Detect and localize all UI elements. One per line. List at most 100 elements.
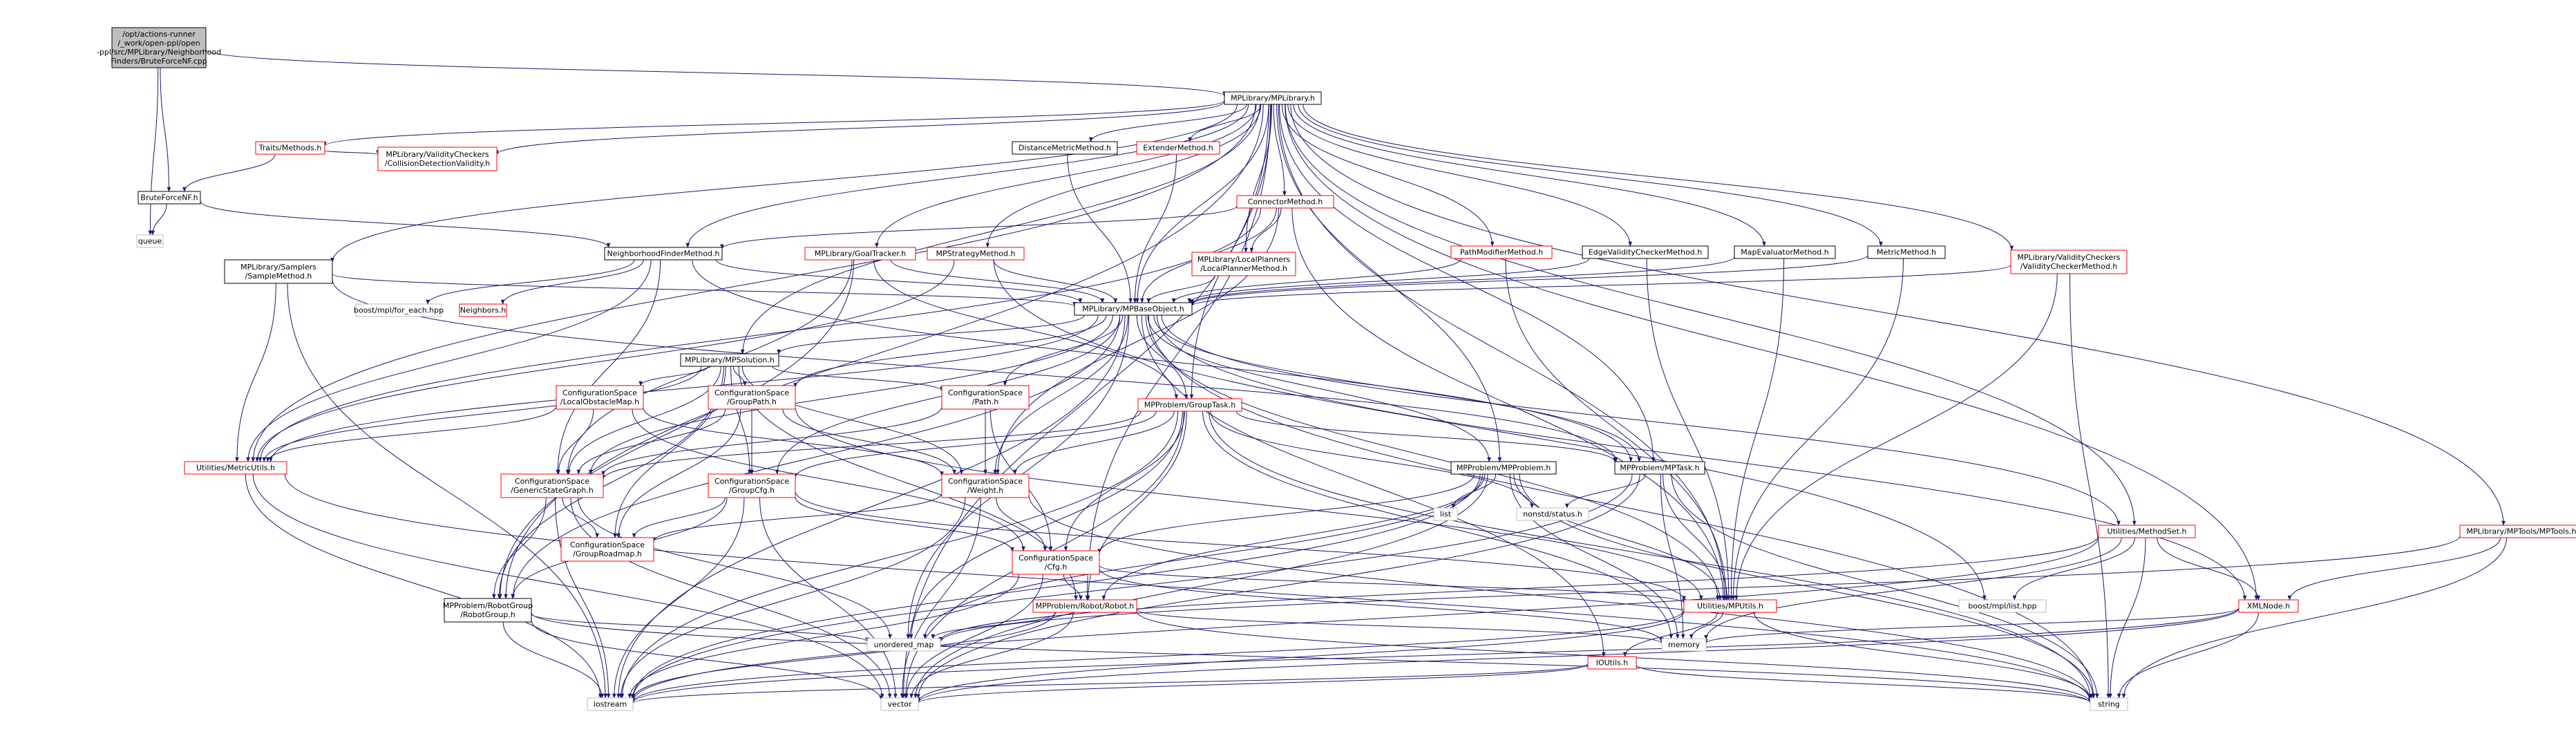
node-extender[interactable]: ExtenderMethod.h xyxy=(1136,141,1220,155)
node-cfg[interactable]: ConfigurationSpace/Cfg.h xyxy=(1012,550,1100,575)
edge-metricutils-to-vector xyxy=(252,473,884,699)
node-mptools[interactable]: MPLibrary/MPTools/MPTools.h xyxy=(2459,525,2576,538)
node-label-weight: /Weight.h xyxy=(967,486,1004,495)
node-robotgroup[interactable]: MPProblem/RobotGroup/RobotGroup.h xyxy=(443,598,533,623)
node-mplibrary[interactable]: MPLibrary/MPLibrary.h xyxy=(1224,91,1322,105)
node-mptask[interactable]: MPProblem/MPTask.h xyxy=(1614,461,1705,475)
edge-distancemetric-to-mpbaseobject xyxy=(1067,153,1133,303)
node-mpbaseobject[interactable]: MPLibrary/MPBaseObject.h xyxy=(1074,302,1193,316)
node-mapevaluator[interactable]: MapEvaluatorMethod.h xyxy=(1734,245,1836,259)
node-samplemethod[interactable]: MPLibrary/Samplers/SampleMethod.h xyxy=(224,259,333,284)
node-list: list xyxy=(1433,507,1458,521)
edge-goaltracker-to-genericstategraph xyxy=(565,259,853,475)
node-groupcfg[interactable]: ConfigurationSpace/GroupCfg.h xyxy=(708,473,796,498)
node-label-groupcfg: /GroupCfg.h xyxy=(729,486,775,495)
node-neighbors[interactable]: Neighbors.h xyxy=(459,303,507,317)
node-box-localplanner xyxy=(1191,252,1296,276)
node-root[interactable]: /opt/actions-runner/_work/open-ppl/open-… xyxy=(97,27,221,68)
edge-metricmethod-to-mpbaseobject xyxy=(1190,254,1868,305)
node-localobstaclemap[interactable]: ConfigurationSpace/LocalObstacleMap.h xyxy=(556,385,644,410)
edge-cfg-to-memory xyxy=(1099,568,1664,643)
edge-methodset-to-xmlnode xyxy=(2157,537,2261,601)
node-grouptask[interactable]: MPProblem/GroupTask.h xyxy=(1137,398,1242,412)
node-ioutils[interactable]: IOUtils.h xyxy=(1587,656,1637,670)
node-metricmethod[interactable]: MetricMethod.h xyxy=(1867,245,1946,259)
node-label-groupcfg: ConfigurationSpace xyxy=(714,477,789,486)
node-connector[interactable]: ConnectorMethod.h xyxy=(1236,195,1334,209)
node-grouppath[interactable]: ConfigurationSpace/GroupPath.h xyxy=(708,385,796,410)
node-weight[interactable]: ConfigurationSpace/Weight.h xyxy=(941,473,1030,498)
edge-weight-to-grouproadmap xyxy=(652,493,943,542)
edge-validitychecker-to-string xyxy=(2070,273,2110,699)
edge-mpsolution-to-metricutils xyxy=(262,366,702,462)
node-collisiondetection[interactable]: MPLibrary/ValidityCheckers/CollisionDete… xyxy=(377,147,498,171)
edge-mpbaseobject-to-iostream xyxy=(616,314,1126,699)
edge-mplibrary-to-mptask xyxy=(1278,104,1656,462)
node-xmlnode[interactable]: XMLNode.h xyxy=(2238,599,2299,613)
node-methodset[interactable]: Utilities/MethodSet.h xyxy=(2098,525,2196,538)
dependency-nodes: /opt/actions-runner/_work/open-ppl/open-… xyxy=(97,27,2576,711)
node-robot[interactable]: MPProblem/Robot/Robot.h xyxy=(1032,599,1137,613)
node-mpsolution[interactable]: MPLibrary/MPSolution.h xyxy=(680,353,779,367)
edge-mpbaseobject-to-mputils xyxy=(1145,314,1720,601)
edge-mplibrary-to-validitychecker xyxy=(1303,104,2014,251)
node-label-connector: ConnectorMethod.h xyxy=(1248,198,1323,207)
node-grouproadmap[interactable]: ConfigurationSpace/GroupRoadmap.h xyxy=(560,537,654,562)
node-goaltracker[interactable]: MPLibrary/GoalTracker.h xyxy=(804,247,916,261)
node-bruteforce[interactable]: BruteForceNF.h xyxy=(138,191,201,205)
edge-mptools-to-xmlnode xyxy=(2287,537,2501,601)
node-mpstrategy[interactable]: MPStrategyMethod.h xyxy=(927,247,1025,261)
node-localplanner[interactable]: MPLibrary/LocalPlanners/LocalPlannerMeth… xyxy=(1191,252,1296,276)
node-traitsmethods[interactable]: Traits/Methods.h xyxy=(255,141,325,155)
node-box-mpbaseobject xyxy=(1074,302,1193,316)
edge-pathmodifier-to-mputils xyxy=(1505,258,1728,601)
node-distancemetric[interactable]: DistanceMetricMethod.h xyxy=(1012,141,1118,155)
edge-localobstaclemap-to-weight xyxy=(643,407,944,477)
node-validitychecker[interactable]: MPLibrary/ValidityCheckers/ValidityCheck… xyxy=(2010,249,2128,274)
node-label-validitychecker: MPLibrary/ValidityCheckers xyxy=(2017,253,2120,262)
node-label-mpbaseobject: MPLibrary/MPBaseObject.h xyxy=(1082,305,1184,314)
edge-mplibrary-to-nfmethod xyxy=(685,104,1249,248)
node-box-bruteforce xyxy=(138,191,201,205)
node-genericstategraph[interactable]: ConfigurationSpace/GenericStateGraph.h xyxy=(500,473,604,498)
edge-connector-to-metricutils xyxy=(258,207,1261,462)
node-label-genericstategraph: /GenericStateGraph.h xyxy=(511,486,594,495)
node-label-memory: memory xyxy=(1668,641,1700,650)
node-edgevalidity[interactable]: EdgeValidityCheckerMethod.h xyxy=(1582,245,1709,259)
node-box-edgevalidity xyxy=(1582,245,1709,259)
node-box-iostream xyxy=(587,697,634,711)
node-label-mpsolution: MPLibrary/MPSolution.h xyxy=(685,356,775,365)
node-mputils[interactable]: Utilities/MPUtils.h xyxy=(1683,599,1777,613)
node-label-localobstaclemap: /LocalObstacleMap.h xyxy=(560,397,639,406)
edge-genericstategraph-to-robotgroup xyxy=(491,497,547,599)
edge-mpbaseobject-to-string xyxy=(1148,314,2096,699)
node-mpproblem[interactable]: MPProblem/MPProblem.h xyxy=(1450,461,1557,475)
node-box-metricmethod xyxy=(1867,245,1946,259)
node-pathmodifier[interactable]: PathModifierMethod.h xyxy=(1450,245,1553,259)
edge-robot-to-vector xyxy=(909,612,1074,699)
node-label-genericstategraph: ConfigurationSpace xyxy=(515,477,589,486)
node-label-weight: ConfigurationSpace xyxy=(948,477,1023,486)
edge-nfmethod-to-mptask xyxy=(692,259,1633,462)
edge-mplibrary-to-traitsmethods xyxy=(323,100,1225,147)
edge-grouptask-to-groupcfg xyxy=(793,411,1157,479)
edge-validitychecker-to-mputils xyxy=(1734,273,2058,601)
node-label-cfg: ConfigurationSpace xyxy=(1019,554,1093,563)
edge-root-to-mplibrary xyxy=(205,49,1227,97)
node-metricutils[interactable]: Utilities/MetricUtils.h xyxy=(184,461,287,475)
edge-mpbaseobject-to-methodset xyxy=(1161,314,2121,526)
edge-mptask-to-mputils xyxy=(1663,473,1730,601)
edge-groupcfg-to-vector xyxy=(759,497,898,699)
edge-mputils-to-vector xyxy=(916,611,1685,703)
node-label-root: /opt/actions-runner xyxy=(122,30,196,39)
edge-mpbaseobject-to-cspath xyxy=(1003,314,1124,386)
edge-mplibrary-to-goaltracker xyxy=(875,104,1257,248)
edge-goaltracker-to-grouptask xyxy=(873,259,1179,399)
node-label-extender: ExtenderMethod.h xyxy=(1143,144,1213,153)
edge-grouppath-to-genericstategraph xyxy=(576,408,726,475)
node-cspath[interactable]: ConfigurationSpace/Path.h xyxy=(941,385,1030,410)
edge-grouptask-to-unorderedmap xyxy=(909,411,1183,639)
edge-robotgroup-to-unorderedmap xyxy=(531,613,869,643)
node-box-methodset xyxy=(2098,525,2196,538)
node-nfmethod[interactable]: NeighborhoodFinderMethod.h xyxy=(604,247,723,261)
